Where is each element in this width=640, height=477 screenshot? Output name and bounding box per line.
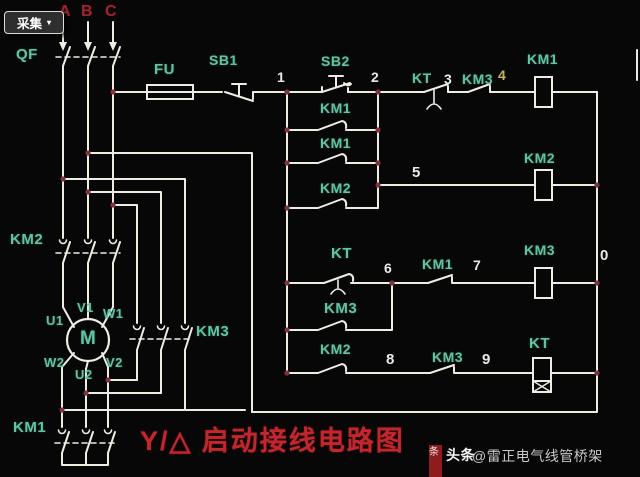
km1-row3-label: KM1: [320, 135, 352, 151]
km3-nc-contact-row7: [430, 365, 533, 373]
km3-no-contact-row6: [287, 283, 392, 330]
sb2-start-button: [322, 76, 424, 92]
wire-number-8: 8: [386, 351, 395, 368]
km3-row6-label: KM3: [324, 300, 358, 317]
kt-no-timed-contact: [287, 274, 428, 294]
watermark-handle: @雷正电气线管桥架: [472, 448, 603, 464]
terminal-v1: V1: [77, 300, 94, 315]
phase-a-label: A: [59, 3, 72, 20]
wire-number-4: 4: [498, 67, 507, 83]
km3-nc-contact-row1: [468, 84, 535, 92]
terminal-w1: W1: [103, 306, 124, 321]
toutiao-badge: 条: [429, 445, 442, 477]
km2-coil: [378, 170, 597, 200]
km3-row1-label: KM3: [462, 71, 494, 87]
power-arrows: [59, 22, 117, 51]
diagram-title: Y/△ 启动接线电路图: [140, 426, 405, 456]
watermark-brand: 头条: [446, 447, 475, 463]
terminal-v2: V2: [106, 355, 123, 370]
kt-nc-timed-contact: [424, 84, 468, 109]
wire-number-6: 6: [384, 260, 393, 276]
collect-button[interactable]: 采集 ▾: [4, 11, 64, 34]
sb2-label: SB2: [321, 53, 350, 69]
phase-c-label: C: [105, 3, 118, 20]
km1-nc-contact: [428, 275, 535, 283]
km1-hold-label: KM1: [320, 100, 352, 116]
phase-b-label: B: [81, 3, 94, 20]
sb1-stop-button: [225, 84, 322, 101]
km1-nc-label: KM1: [422, 256, 454, 272]
km2-main-contactor: [56, 240, 120, 319]
km2-no-contact-row4: [287, 199, 378, 208]
km2-coil-label: KM2: [524, 150, 556, 166]
terminal-w2: W2: [44, 355, 65, 370]
km3-coil-label: KM3: [524, 242, 556, 258]
wire-number-1: 1: [277, 69, 286, 85]
terminal-u2: U2: [75, 367, 93, 382]
km3-nc-label: KM3: [432, 349, 464, 365]
kt-coil-label: KT: [529, 335, 550, 352]
wire-number-2: 2: [371, 69, 380, 85]
km2-main-label: KM2: [10, 231, 44, 248]
motor-symbol: [62, 307, 113, 427]
km3-coil: [535, 268, 597, 298]
km1-holding-contact: [287, 121, 378, 130]
km2-row4-label: KM2: [320, 180, 352, 196]
km1-coil-label: KM1: [527, 51, 559, 67]
wire-number-7: 7: [473, 257, 482, 273]
qf-label: QF: [16, 46, 38, 63]
terminal-u1: U1: [46, 313, 64, 328]
qf-breaker: [56, 47, 120, 66]
collect-button-label: 采集: [16, 17, 42, 31]
dropdown-arrow-icon: ▾: [47, 17, 52, 27]
sb1-label: SB1: [209, 52, 238, 68]
km3-delta-contactor: [130, 326, 193, 350]
kt-coil: [533, 358, 597, 392]
wire-number-3: 3: [444, 71, 453, 87]
fu-label: FU: [154, 61, 175, 78]
wire-number-5: 5: [412, 164, 421, 181]
kt-row1-label: KT: [412, 70, 432, 86]
km2-row7-label: KM2: [320, 341, 352, 357]
kt-row5-label: KT: [331, 245, 352, 262]
wire-number-0: 0: [600, 247, 609, 264]
delta-return-wires: [62, 350, 245, 410]
km1-star-label: KM1: [13, 419, 47, 436]
junction-dots: [59, 89, 600, 413]
delta-feeders: [63, 153, 252, 412]
km1-no-contact-row3: [287, 154, 378, 163]
motor-label: M: [80, 328, 97, 349]
wire-number-9: 9: [482, 351, 491, 368]
km2-no-contact-row7: [287, 364, 430, 373]
km1-star-contactor: [55, 430, 115, 465]
km3-delta-label: KM3: [196, 323, 230, 340]
fuse: [113, 85, 222, 99]
control-right-rail: [252, 92, 597, 412]
km1-coil: [535, 77, 597, 107]
